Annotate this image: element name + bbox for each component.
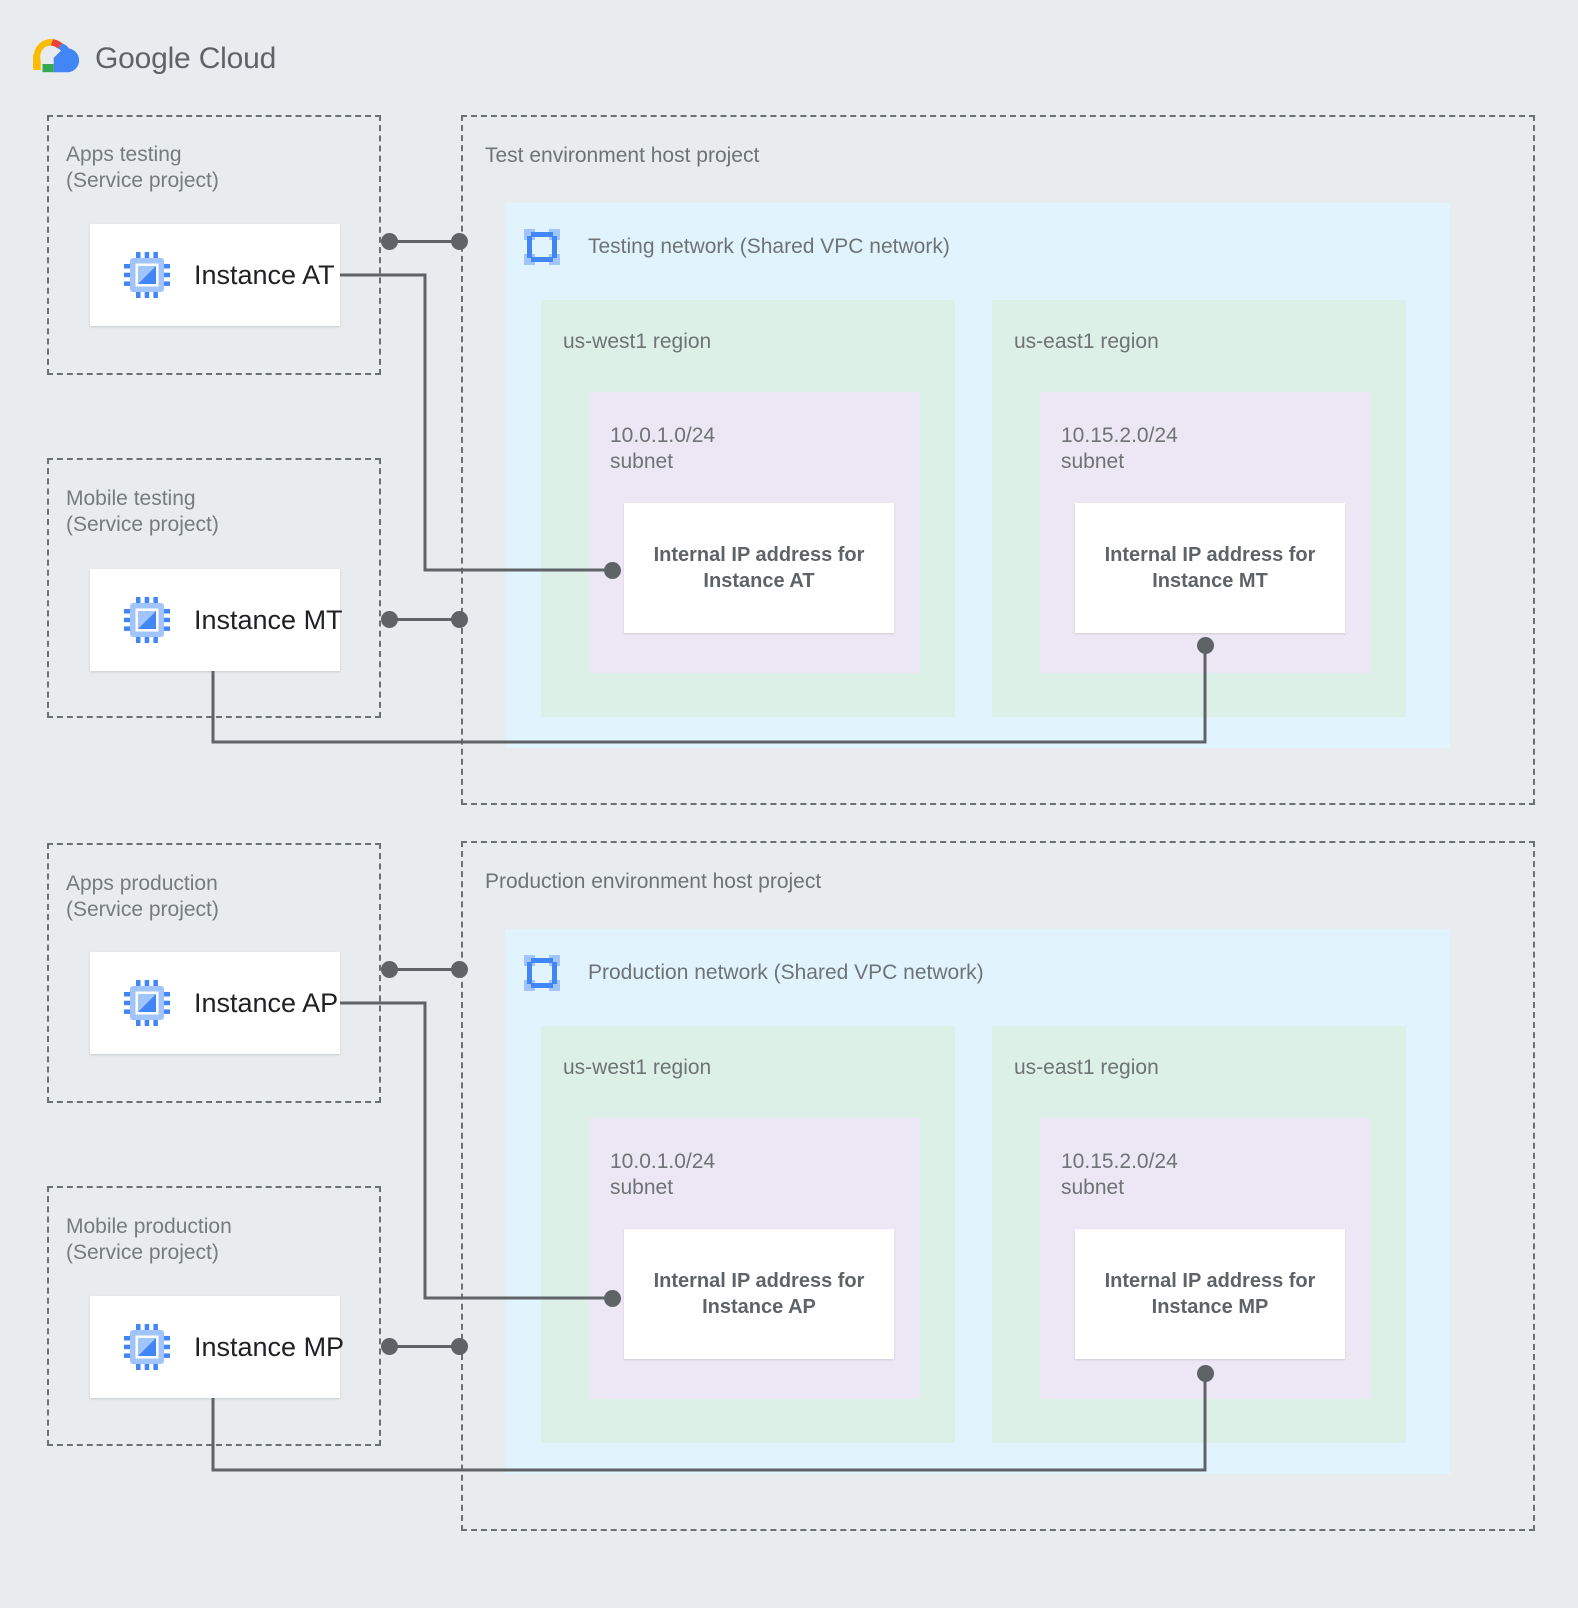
connector-bridge-apps-production [389,968,459,971]
connector-dot-apps-production-left [381,961,398,978]
connector-dot-apps-testing-right [451,233,468,250]
subnet-10-0-1-0-testing[interactable]: 10.0.1.0/24 subnet Internal IP address f… [589,392,920,673]
connector-bridge-mobile-production [389,1345,459,1348]
vm-instance-icon [124,252,170,298]
subnet-10-15-2-0-production[interactable]: 10.15.2.0/24 subnet Internal IP address … [1040,1118,1371,1399]
instance-card-ap[interactable]: Instance AP [90,952,340,1054]
vpc-network-icon [522,953,562,993]
internal-ip-box-ap[interactable]: Internal IP address for Instance AP [624,1229,894,1359]
logo-word-cloud: Cloud [198,42,277,75]
internal-ip-box-ap-label: Internal IP address for Instance AP [653,1270,865,1318]
subnet-10-0-1-0-testing-label: 10.0.1.0/24 subnet [610,424,716,473]
instance-card-mp[interactable]: Instance MP [90,1296,344,1398]
subnet-10-15-2-0-production-label: 10.15.2.0/24 subnet [1061,1150,1178,1199]
connector-dot-ip-ap [604,1290,621,1307]
service-project-apps-production-label: Apps production (Service project) [66,872,219,921]
connector-bridge-mobile-testing [389,618,459,621]
service-project-apps-testing-label: Apps testing (Service project) [66,143,219,192]
service-project-mobile-testing-label: Mobile testing (Service project) [66,487,219,536]
region-us-west1-production[interactable]: us-west1 region 10.0.1.0/24 subnet Inter… [541,1026,955,1443]
connector-dot-mobile-testing-right [451,611,468,628]
google-cloud-wordmark: Google Cloud [95,42,276,76]
connector-dot-ip-mp [1197,1365,1214,1382]
instance-card-ap-label: Instance AP [194,987,339,1018]
vm-instance-icon [124,980,170,1026]
host-project-production-environment-title: Production environment host project [485,870,822,893]
region-us-east1-production-label: us-east1 region [1014,1056,1159,1079]
internal-ip-box-mt[interactable]: Internal IP address for Instance MT [1075,503,1345,633]
vpc-network-testing-title: Testing network (Shared VPC network) [588,235,950,258]
internal-ip-box-mt-label: Internal IP address for Instance MT [1104,544,1316,592]
vm-instance-icon [124,597,170,643]
internal-ip-box-at[interactable]: Internal IP address for Instance AT [624,503,894,633]
connector-dot-mobile-testing-left [381,611,398,628]
connector-bridge-apps-testing [389,240,459,243]
subnet-10-0-1-0-production-label: 10.0.1.0/24 subnet [610,1150,716,1199]
internal-ip-box-mp[interactable]: Internal IP address for Instance MP [1075,1229,1345,1359]
region-us-east1-testing[interactable]: us-east1 region 10.15.2.0/24 subnet Inte… [992,300,1406,717]
vpc-network-production[interactable]: Production network (Shared VPC network) … [505,929,1450,1474]
host-project-test-environment-title: Test environment host project [485,144,760,167]
region-us-west1-testing[interactable]: us-west1 region 10.0.1.0/24 subnet Inter… [541,300,955,717]
connector-dot-apps-production-right [451,961,468,978]
service-project-apps-testing[interactable] [47,115,381,375]
logo-word-google: Google [95,42,191,75]
vm-instance-icon [124,1324,170,1370]
instance-card-mt[interactable]: Instance MT [90,569,343,671]
vpc-network-icon [522,227,562,267]
google-cloud-logo: Google Cloud [31,33,333,85]
connector-dot-mobile-production-right [451,1338,468,1355]
region-us-east1-production[interactable]: us-east1 region 10.15.2.0/24 subnet Inte… [992,1026,1406,1443]
connector-dot-ip-mt [1197,637,1214,654]
service-project-mobile-production-label: Mobile production (Service project) [66,1215,232,1264]
region-us-east1-testing-label: us-east1 region [1014,330,1159,353]
instance-card-at[interactable]: Instance AT [90,224,340,326]
subnet-10-15-2-0-testing-label: 10.15.2.0/24 subnet [1061,424,1178,473]
cloud-glyph-icon [31,39,80,73]
connector-dot-apps-testing-left [381,233,398,250]
internal-ip-box-mp-label: Internal IP address for Instance MP [1104,1270,1316,1318]
instance-card-at-label: Instance AT [194,259,335,290]
region-us-west1-testing-label: us-west1 region [563,330,712,353]
instance-card-mp-label: Instance MP [194,1331,345,1362]
service-project-apps-production[interactable] [47,843,381,1103]
vpc-network-testing[interactable]: Testing network (Shared VPC network) us-… [505,203,1450,748]
internal-ip-box-at-label: Internal IP address for Instance AT [653,544,865,592]
instance-card-mt-label: Instance MT [194,604,343,635]
subnet-10-0-1-0-production[interactable]: 10.0.1.0/24 subnet Internal IP address f… [589,1118,920,1399]
connector-dot-ip-at [604,562,621,579]
subnet-10-15-2-0-testing[interactable]: 10.15.2.0/24 subnet Internal IP address … [1040,392,1371,673]
region-us-west1-production-label: us-west1 region [563,1056,712,1079]
google-cloud-logo-mark [31,37,81,81]
vpc-network-production-title: Production network (Shared VPC network) [588,961,984,984]
connector-dot-mobile-production-left [381,1338,398,1355]
